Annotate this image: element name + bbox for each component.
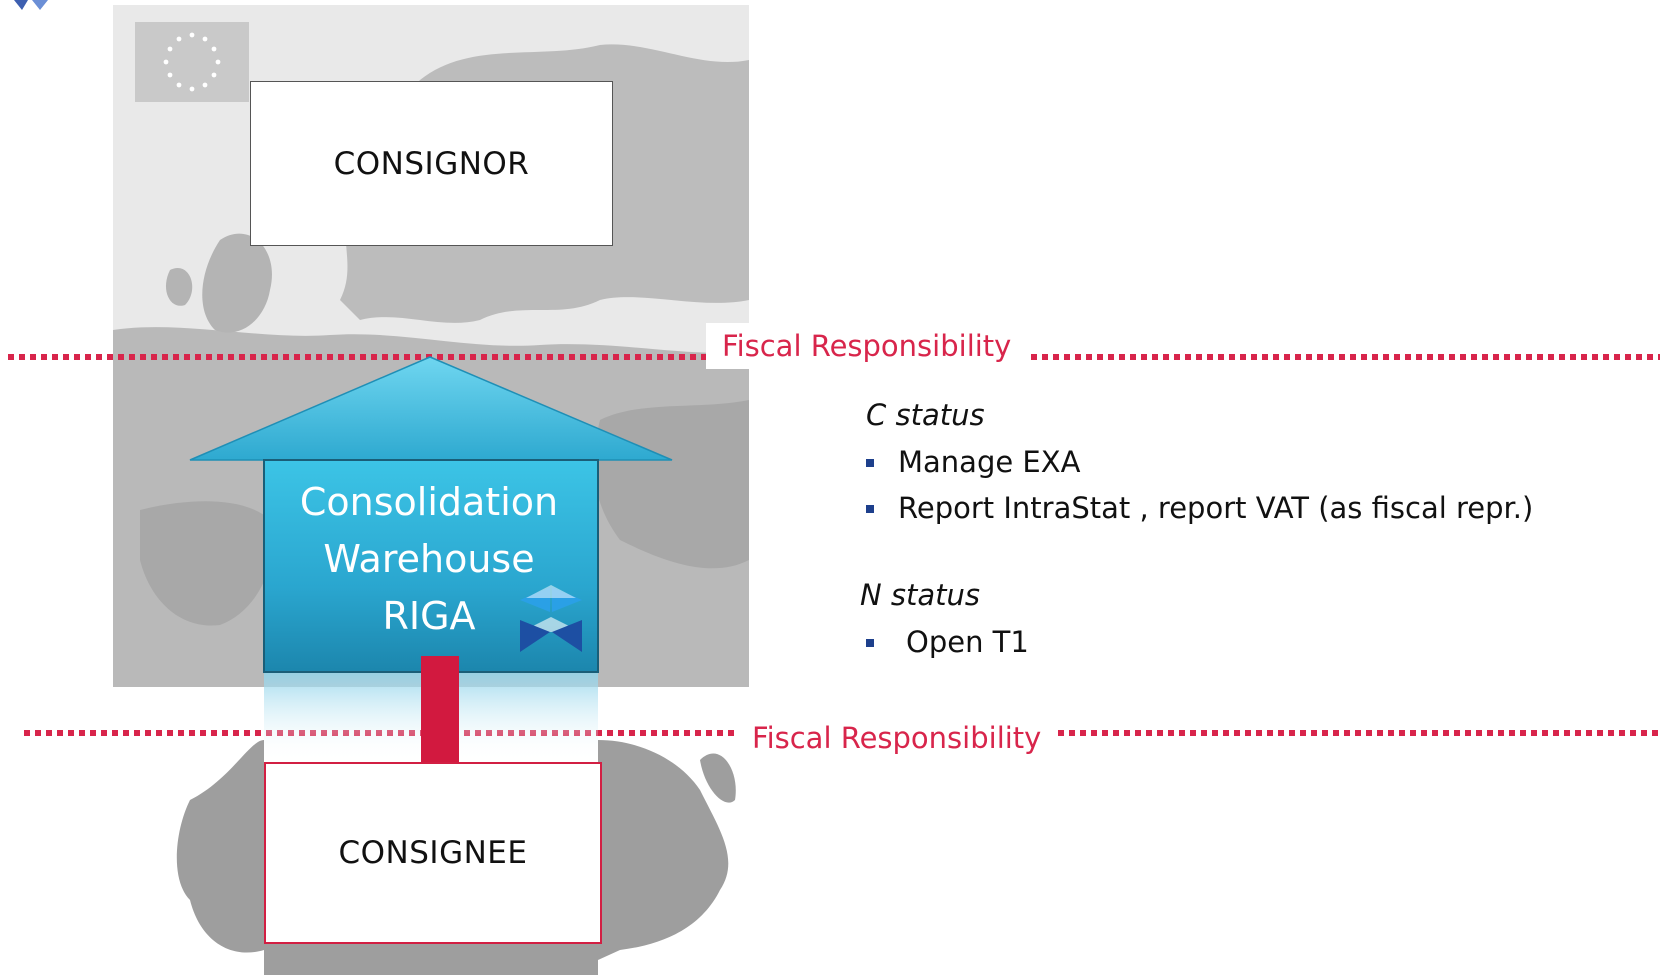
corner-logo-icon — [14, 0, 48, 10]
c-status-item-2: Report IntraStat , report VAT (as fiscal… — [898, 491, 1534, 525]
n-status-title: N status — [860, 578, 981, 612]
bullet-icon — [866, 639, 874, 647]
bullet-icon — [866, 505, 874, 513]
consignee-box: CONSIGNEE — [264, 762, 602, 944]
consignor-box: CONSIGNOR — [250, 81, 613, 246]
consignor-label: CONSIGNOR — [333, 145, 530, 182]
consignee-label: CONSIGNEE — [338, 835, 528, 871]
n-status-list: Open T1 — [866, 619, 1029, 665]
warehouse-title-line1: Consolidation — [299, 480, 559, 524]
eu-flag-icon — [135, 22, 249, 102]
c-status-item-1: Manage EXA — [898, 445, 1081, 479]
warehouse-title-line2: Warehouse — [323, 537, 535, 581]
company-logo-icon — [520, 585, 582, 652]
lower-map — [176, 740, 736, 975]
c-status-list: Manage EXA Report IntraStat , report VAT… — [866, 439, 1533, 531]
c-status-title: C status — [866, 398, 985, 432]
n-status-item-1: Open T1 — [906, 625, 1029, 659]
warehouse-title-line3: RIGA — [382, 594, 476, 638]
list-item: Report IntraStat , report VAT (as fiscal… — [866, 485, 1533, 531]
list-item: Manage EXA — [866, 439, 1533, 485]
list-item: Open T1 — [866, 619, 1029, 665]
fiscal-responsibility-label-top: Fiscal Responsibility — [706, 323, 1028, 369]
fiscal-responsibility-label-bottom: Fiscal Responsibility — [736, 715, 1058, 761]
warehouse-house — [189, 356, 673, 673]
bullet-icon — [866, 459, 874, 467]
